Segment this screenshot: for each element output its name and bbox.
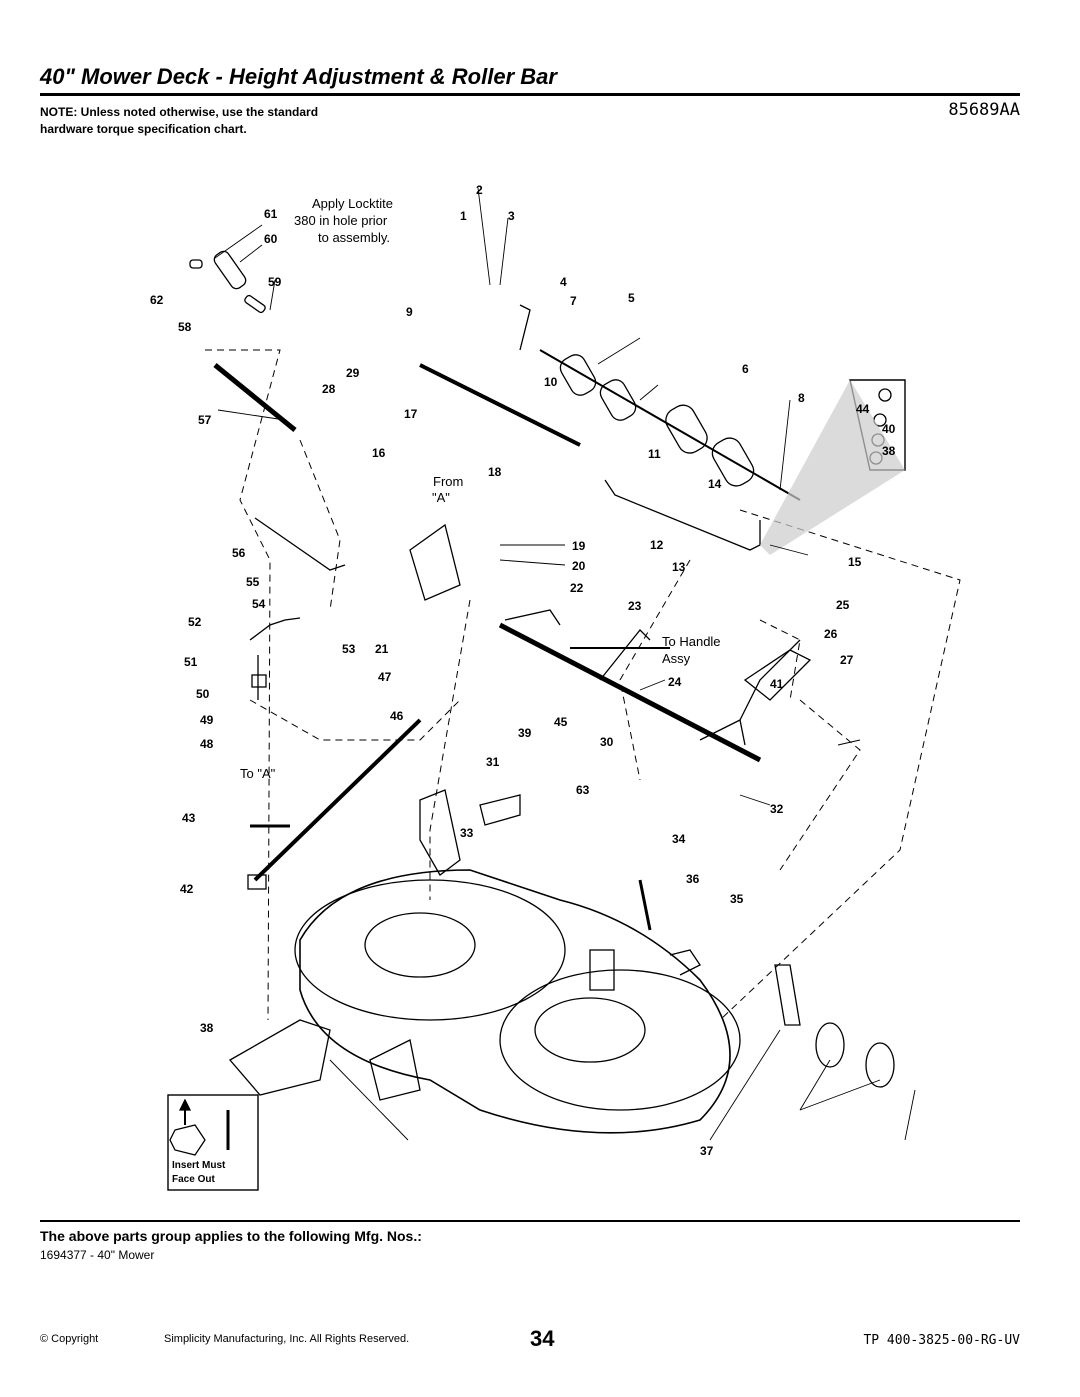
part-callout-1: 1 [460, 209, 467, 223]
insert-note-2: Face Out [172, 1174, 215, 1185]
part-callout-48: 48 [200, 737, 214, 751]
part-callout-57: 57 [198, 413, 212, 427]
from-a-label-2: "A" [432, 490, 450, 505]
part-callout-61: 61 [264, 207, 278, 221]
part-callout-38: 38 [200, 1021, 214, 1035]
part-callout-22: 22 [570, 581, 584, 595]
part-callout-9: 9 [406, 305, 413, 319]
footer-copyright: © Copyright [40, 1333, 99, 1345]
part-callout-30: 30 [600, 735, 614, 749]
part-callout-60: 60 [264, 232, 278, 246]
part-callout-26: 26 [824, 627, 838, 641]
part-callout-45: 45 [554, 715, 568, 729]
part-callout-39: 39 [518, 726, 532, 740]
part-callout-44: 44 [856, 402, 870, 416]
parts-diagram: Apply Locktite 380 in hole prior to asse… [150, 183, 961, 1191]
part-callout-63: 63 [576, 783, 590, 797]
part-callout-49: 49 [200, 713, 214, 727]
footer-rights: Simplicity Manufacturing, Inc. All Right… [164, 1333, 410, 1345]
part-callout-31: 31 [486, 755, 500, 769]
part-callout-4: 4 [560, 275, 567, 289]
part-callout-13: 13 [672, 560, 686, 574]
part-callout-53: 53 [342, 642, 356, 656]
part-callout-32: 32 [770, 802, 784, 816]
from-a-label-1: From [433, 474, 463, 489]
locktite-note-2: 380 in hole prior [294, 213, 388, 228]
mfg-number: 1694377 - 40" Mower [40, 1248, 155, 1262]
part-callout-17: 17 [404, 407, 418, 421]
part-callout-5: 5 [628, 291, 635, 305]
torque-note: NOTE: Unless noted otherwise, use the st… [40, 105, 319, 136]
part-callout-2: 2 [476, 183, 483, 197]
locktite-note-1: Apply Locktite [312, 196, 393, 211]
part-callout-11: 11 [648, 447, 661, 461]
sleeve-60 [213, 250, 247, 290]
diagram-code: 85689AA [948, 100, 1020, 120]
part-callout-35: 35 [730, 892, 744, 906]
part-callout-8: 8 [798, 391, 805, 405]
part-callout-36: 36 [686, 872, 700, 886]
insert-note-1: Insert Must [172, 1160, 226, 1171]
pin-61 [189, 259, 203, 269]
locktite-note-3: to assembly. [318, 230, 390, 245]
document-number: TP 400-3825-00-RG-UV [863, 1333, 1020, 1348]
part-callout-51: 51 [184, 655, 198, 669]
part-callout-40: 40 [882, 422, 896, 436]
part-callout-3: 3 [508, 209, 515, 223]
part-callout-46: 46 [390, 709, 404, 723]
part-callout-47: 47 [378, 670, 392, 684]
part-callout-15: 15 [848, 555, 862, 569]
part-callout-10: 10 [544, 375, 558, 389]
part-callout-59: 59 [268, 275, 282, 289]
part-callout-50: 50 [196, 687, 210, 701]
part-callout-21: 21 [375, 642, 389, 656]
to-handle-label-2: Assy [662, 651, 691, 666]
part-callout-33: 33 [460, 826, 474, 840]
part-callout-19: 19 [572, 539, 586, 553]
part-callout-37: 37 [700, 1144, 714, 1158]
part-callout-34: 34 [672, 832, 686, 846]
part-callout-6: 6 [742, 362, 749, 376]
part-callout-23: 23 [628, 599, 642, 613]
to-handle-label-1: To Handle [662, 634, 721, 649]
part-callout-7: 7 [570, 294, 577, 308]
bottom-rule [40, 1220, 1020, 1222]
part-callout-41: 41 [770, 677, 784, 691]
spring-62 [244, 294, 266, 314]
part-callout-24: 24 [668, 675, 682, 689]
part-callout-25: 25 [836, 598, 850, 612]
part-callout-16: 16 [372, 446, 386, 460]
part-callout-18: 18 [488, 465, 502, 479]
part-callout-58: 58 [178, 320, 192, 334]
part-callout-43: 43 [182, 811, 196, 825]
part-callout-38: 38 [882, 444, 896, 458]
part-callout-56: 56 [232, 546, 246, 560]
part-callout-29: 29 [346, 366, 360, 380]
part-callout-14: 14 [708, 477, 722, 491]
applies-heading: The above parts group applies to the fol… [40, 1228, 422, 1244]
part-callout-55: 55 [246, 575, 260, 589]
title-rule [40, 93, 1020, 96]
part-callout-12: 12 [650, 538, 664, 552]
page-number: 34 [530, 1326, 555, 1351]
to-a-label: To "A" [240, 766, 276, 781]
part-callout-28: 28 [322, 382, 336, 396]
part-callout-42: 42 [180, 882, 194, 896]
part-callout-27: 27 [840, 653, 854, 667]
part-callout-52: 52 [188, 615, 202, 629]
page-title: 40" Mower Deck - Height Adjustment & Rol… [40, 64, 557, 89]
part-callout-62: 62 [150, 293, 164, 307]
part-callout-54: 54 [252, 597, 266, 611]
part-callout-20: 20 [572, 559, 586, 573]
